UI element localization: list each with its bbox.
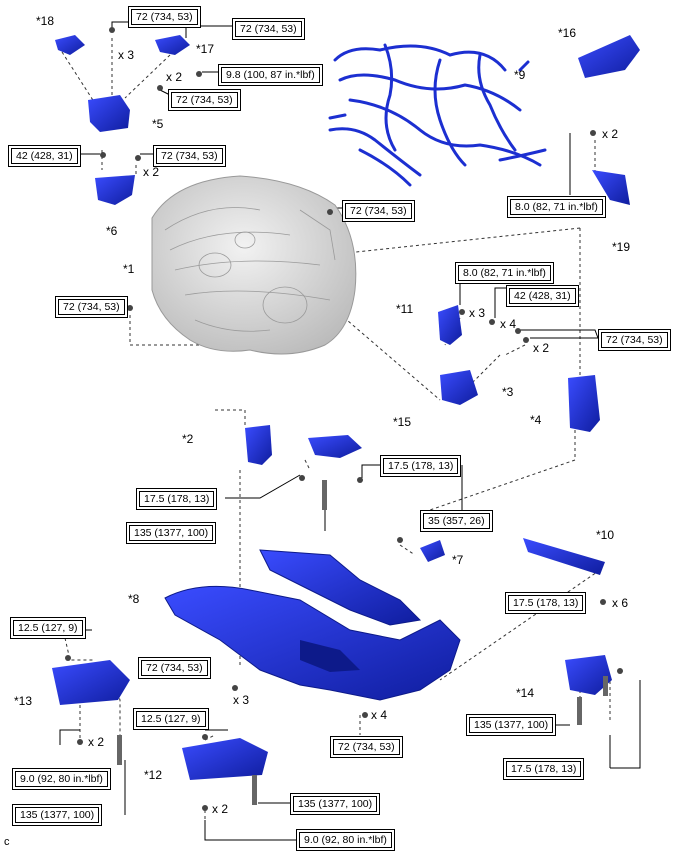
- torque-spec-box: 17.5 (178, 13): [136, 488, 218, 510]
- torque-spec-box: 35 (357, 26): [420, 510, 493, 532]
- part-callout: *15: [393, 415, 412, 429]
- torque-spec-box: 135 (1377, 100): [126, 522, 217, 544]
- quantity-label: x 2: [143, 165, 160, 179]
- cover-16: [578, 35, 640, 78]
- torque-spec-box: 17.5 (178, 13): [505, 592, 587, 614]
- quantity-label: x 2: [602, 127, 619, 141]
- mount-3: [440, 370, 478, 405]
- torque-spec-box: 8.0 (82, 71 in.*lbf): [507, 196, 606, 218]
- torque-spec-box: 9.8 (100, 87 in.*lbf): [218, 64, 323, 86]
- mount-4: [568, 375, 600, 432]
- bracket-19: [592, 170, 630, 205]
- part-callout: *18: [36, 14, 55, 28]
- quantity-label: x 2: [166, 70, 183, 84]
- part-callout: *9: [514, 68, 526, 82]
- quantity-label: x 6: [612, 596, 629, 610]
- part-callout: *1: [123, 262, 135, 276]
- part-callout: *12: [144, 768, 163, 782]
- part-callout: *17: [196, 42, 215, 56]
- quantity-label: x 2: [88, 735, 105, 749]
- quantity-label: x 3: [118, 48, 135, 62]
- torque-spec-box: 72 (734, 53): [168, 89, 241, 111]
- torque-spec-box: 72 (734, 53): [330, 736, 403, 758]
- part-callout: *7: [452, 553, 464, 567]
- torque-spec-box: 135 (1377, 100): [466, 714, 557, 736]
- corner-letter: c: [4, 836, 10, 848]
- mount-bracket-5: [88, 95, 130, 132]
- mount-14: [565, 655, 612, 695]
- part-callout: *3: [502, 385, 514, 399]
- bracket-7: [420, 540, 445, 562]
- torque-spec-box: 9.0 (92, 80 in.*lbf): [12, 768, 111, 790]
- torque-spec-box: 8.0 (82, 71 in.*lbf): [455, 262, 554, 284]
- bracket-17: [155, 35, 190, 55]
- torque-spec-box: 135 (1377, 100): [290, 793, 381, 815]
- mount-bracket-6: [95, 175, 135, 205]
- torque-spec-box: 42 (428, 31): [8, 145, 81, 167]
- front-crossmember: [164, 549, 461, 701]
- part-callout: *14: [516, 686, 535, 700]
- part-callout: *8: [128, 592, 140, 606]
- quantity-label: x 2: [212, 802, 229, 816]
- torque-spec-box: 72 (734, 53): [232, 18, 305, 40]
- quantity-label: x 3: [469, 306, 486, 320]
- quantity-label: x 4: [371, 708, 388, 722]
- mount-2: [245, 425, 272, 465]
- torque-spec-box: 9.0 (92, 80 in.*lbf): [296, 829, 395, 851]
- torque-spec-box: 72 (734, 53): [598, 329, 671, 351]
- part-callout: *6: [106, 224, 118, 238]
- bracket-18: [55, 35, 85, 55]
- bracket-11: [438, 305, 462, 345]
- quantity-label: x 3: [233, 693, 250, 707]
- bolts: [65, 27, 623, 811]
- part-callout: *16: [558, 26, 577, 40]
- part-callout: *19: [612, 240, 631, 254]
- brace-10: [523, 538, 605, 575]
- part-callout: *2: [182, 432, 194, 446]
- part-callout: *5: [152, 117, 164, 131]
- torque-spec-box: 17.5 (178, 13): [503, 758, 585, 780]
- torque-spec-box: 72 (734, 53): [342, 200, 415, 222]
- part-callout: *13: [14, 694, 33, 708]
- torque-spec-box: 72 (734, 53): [138, 657, 211, 679]
- quantity-label: x 4: [500, 317, 517, 331]
- part-callout: *4: [530, 413, 542, 427]
- torque-spec-box: 72 (734, 53): [128, 6, 201, 28]
- torque-spec-box: 72 (734, 53): [55, 296, 128, 318]
- bracket-12: [182, 738, 268, 780]
- bracket-15: [308, 435, 362, 458]
- torque-spec-box: 12.5 (127, 9): [133, 708, 209, 730]
- engine-wire-harness: [328, 43, 547, 187]
- quantity-label: x 2: [533, 341, 550, 355]
- engine-assembly: [151, 175, 357, 355]
- torque-spec-box: 135 (1377, 100): [12, 804, 103, 826]
- bracket-13: [52, 660, 130, 705]
- torque-spec-box: 12.5 (127, 9): [10, 617, 86, 639]
- torque-spec-box: 42 (428, 31): [506, 285, 579, 307]
- torque-spec-box: 17.5 (178, 13): [380, 455, 462, 477]
- torque-spec-box: 72 (734, 53): [153, 145, 226, 167]
- part-callout: *10: [596, 528, 615, 542]
- part-callout: *11: [396, 302, 414, 316]
